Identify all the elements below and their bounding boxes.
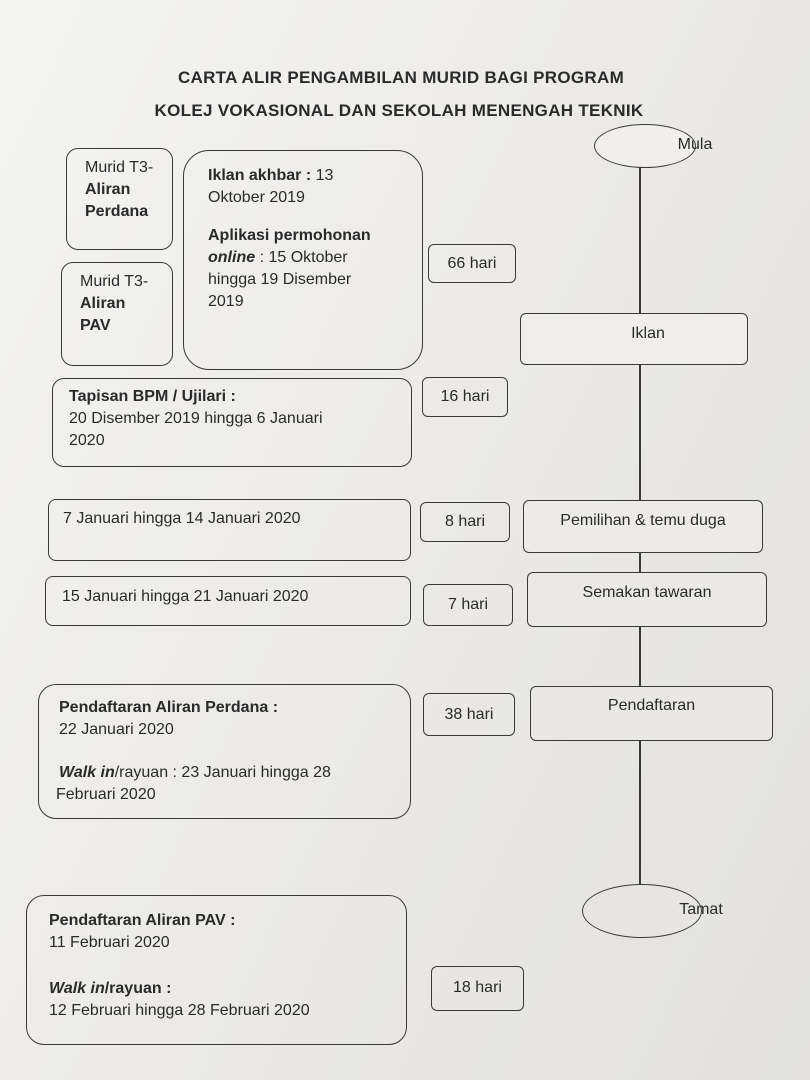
pav-date: 11 Februari 2020: [49, 934, 170, 951]
iklan-akhbar-date-1: 13: [315, 167, 334, 184]
duration-label-4: 7 hari: [447, 596, 489, 613]
duration-box-6: 18 hari: [431, 966, 524, 1011]
flow-end-label: Tamat: [679, 901, 723, 918]
murid-perdana-box: Murid T3- Aliran Perdana: [66, 148, 173, 250]
semakan-date-box: 15 Januari hingga 21 Januari 2020: [45, 576, 411, 626]
online-line-3: 2019: [208, 293, 244, 310]
murid-pav-line-3: PAV: [80, 317, 111, 334]
murid-pav-line-1: Murid T3-: [80, 273, 149, 290]
perdana-walk-line-2: Februari 2020: [56, 786, 156, 803]
duration-label-1: 66 hari: [447, 255, 497, 272]
duration-box-3: 8 hari: [420, 502, 510, 542]
online-label: online: [208, 249, 256, 266]
duration-label-2: 16 hari: [440, 388, 490, 405]
flow-step-semakan: Semakan tawaran: [527, 572, 767, 627]
pemilihan-date-box: 7 Januari hingga 14 Januari 2020: [48, 499, 411, 561]
perdana-walk-rest: /rayuan : 23 Januari hingga 28: [114, 764, 331, 781]
tapisan-line-2: 2020: [69, 432, 105, 449]
flow-step-pemilihan-label: Pemilihan & temu duga: [560, 512, 726, 529]
flow-step-iklan-label: Iklan: [631, 325, 665, 342]
iklan-akhbar-line: Iklan akhbar : 13: [208, 165, 412, 187]
pav-walk-label: Walk in: [49, 980, 105, 997]
pendaftaran-perdana-box: Pendaftaran Aliran Perdana : 22 Januari …: [38, 684, 411, 819]
pav-walk-line-2: 12 Februari hingga 28 Februari 2020: [49, 1002, 310, 1019]
tapisan-line-1: 20 Disember 2019 hingga 6 Januari: [69, 410, 323, 427]
perdana-date: 22 Januari 2020: [59, 721, 174, 738]
flow-start-label: Mula: [677, 136, 713, 153]
pemilihan-date-text: 7 Januari hingga 14 Januari 2020: [63, 510, 301, 527]
flow-step-semakan-label: Semakan tawaran: [582, 584, 712, 601]
pav-walk-line: Walk in/rayuan :: [49, 978, 396, 1000]
perdana-walk-line: Walk in/rayuan : 23 Januari hingga 28: [59, 762, 400, 784]
tapisan-label: Tapisan BPM / Ujilari :: [69, 388, 236, 405]
perdana-walk-label: Walk in: [59, 764, 115, 781]
duration-label-3: 8 hari: [444, 513, 486, 530]
pav-walk-rest: /rayuan :: [104, 980, 172, 997]
semakan-date-text: 15 Januari hingga 21 Januari 2020: [62, 588, 309, 605]
aplikasi-label: Aplikasi permohonan: [208, 227, 371, 244]
flow-start-oval: Mula: [594, 124, 712, 168]
chart-title-line-2: KOLEJ VOKASIONAL DAN SEKOLAH MENENGAH TE…: [154, 101, 644, 120]
perdana-label: Pendaftaran Aliran Perdana :: [59, 699, 279, 716]
murid-perdana-line-2: Aliran: [85, 181, 131, 198]
online-line: online : 15 Oktober: [208, 247, 412, 269]
pendaftaran-pav-box: Pendaftaran Aliran PAV : 11 Februari 202…: [26, 895, 407, 1045]
pav-label: Pendaftaran Aliran PAV :: [49, 912, 236, 929]
murid-pav-box: Murid T3- Aliran PAV: [61, 262, 173, 366]
iklan-akhbar-date-2: Oktober 2019: [208, 189, 305, 206]
iklan-akhbar-label: Iklan akhbar :: [208, 167, 312, 184]
flow-end-oval: Tamat: [582, 884, 723, 938]
duration-box-5: 38 hari: [423, 693, 515, 736]
flow-step-pendaftaran-label: Pendaftaran: [607, 697, 696, 714]
tapisan-box: Tapisan BPM / Ujilari : 20 Disember 2019…: [52, 378, 412, 467]
duration-box-2: 16 hari: [422, 377, 508, 417]
murid-pav-line-2: Aliran: [80, 295, 126, 312]
duration-box-1: 66 hari: [428, 244, 516, 283]
chart-title-line-1: CARTA ALIR PENGAMBILAN MURID BAGI PROGRA…: [177, 68, 625, 87]
duration-label-5: 38 hari: [444, 706, 494, 723]
flow-step-pemilihan: Pemilihan & temu duga: [523, 500, 763, 553]
duration-box-4: 7 hari: [423, 584, 513, 626]
murid-perdana-line-3: Perdana: [85, 203, 149, 220]
online-line-2: hingga 19 Disember: [208, 271, 352, 288]
duration-label-6: 18 hari: [453, 979, 502, 996]
flow-step-iklan: Iklan: [520, 313, 748, 365]
murid-perdana-line-1: Murid T3-: [85, 159, 154, 176]
online-rest: : 15 Oktober: [259, 249, 348, 266]
flow-step-pendaftaran: Pendaftaran: [530, 686, 773, 741]
iklan-details-box: Iklan akhbar : 13 Oktober 2019 Aplikasi …: [183, 150, 423, 370]
